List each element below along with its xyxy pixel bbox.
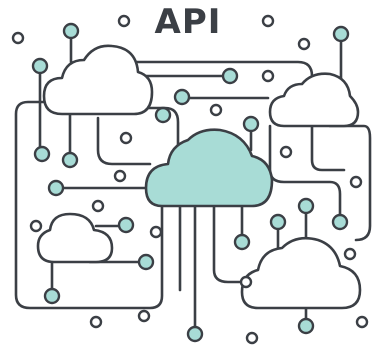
api-title: API — [154, 2, 222, 42]
cloud-icon-top-right — [268, 72, 360, 128]
cloud-icon-bottom-left — [36, 212, 114, 264]
network-node-icons-filled — [31, 22, 350, 343]
cloud-icon-bottom-right — [240, 236, 362, 310]
cloud-icon-top-left — [42, 44, 154, 116]
cloud-icon-central — [144, 128, 274, 208]
network-node-icons-open — [11, 14, 369, 345]
